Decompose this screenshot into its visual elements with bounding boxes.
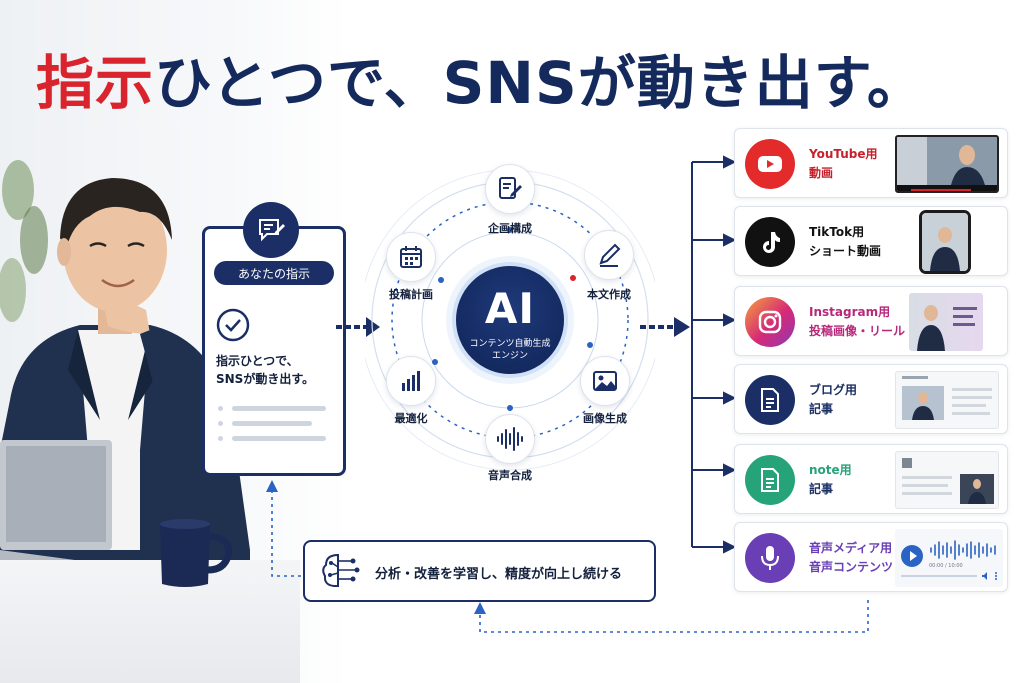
node-label-image-gen: 画像生成 [583,412,627,425]
output-label-tiktok: TikTok用 ショート動画 [809,223,881,261]
output-line-1: 音声メディア用 [809,541,893,555]
instagram-icon [745,297,795,347]
more-options-icon[interactable] [993,571,999,581]
document-icon [745,455,795,505]
placeholder-bullet [218,406,223,411]
ai-subtitle-line-1: コンテンツ自動生成 [469,339,551,349]
ai-subtitle: コンテンツ自動生成 エンジン [456,338,564,362]
headline-accent: 指示 [36,49,155,117]
instruction-line-2: SNSが動き出す。 [216,372,315,386]
output-label-audio: 音声メディア用 音声コンテンツ [809,539,893,577]
placeholder-bullet [218,436,223,441]
output-card-instagram: Instagram用 投稿画像・リール [734,286,1008,356]
output-line-2: 動画 [809,166,834,180]
output-label-blog: ブログ用 記事 [809,381,857,419]
node-label-voice: 音声合成 [488,469,532,482]
output-line-2: 記事 [809,402,834,416]
waveform-icon [497,427,523,451]
audio-time: 00:00 / 10:00 [929,563,963,569]
audio-waveform [930,540,996,560]
branch-connector [691,155,736,554]
placeholder-line [232,406,326,411]
node-writing [584,230,634,280]
post-thumbnail [909,293,983,351]
node-label-optimize: 最適化 [394,412,428,425]
output-card-note: note用 記事 [734,444,1008,514]
output-line-1: Instagram用 [809,305,891,319]
feedback-box [303,540,656,602]
output-line-2: 記事 [809,482,834,496]
feedback-text: 分析・改善を学習し、精度が向上し続ける [375,567,623,582]
instruction-tag: あなたの指示 [214,261,334,285]
instruction-line-1: 指示ひとつで、 [216,354,299,368]
output-line-1: TikTok用 [809,225,865,239]
bar-chart-icon [402,371,420,391]
plant-image [0,160,48,322]
tiktok-icon [745,217,795,267]
node-voice [485,414,535,464]
desk-surface [0,560,300,683]
output-card-tiktok: TikTok用 ショート動画 [734,206,1008,276]
output-card-blog: ブログ用 記事 [734,364,1008,434]
node-optimize [386,356,436,406]
flow-arrow-output [640,317,690,337]
node-planning [485,164,535,214]
output-line-2: 音声コンテンツ [809,560,894,574]
output-card-youtube: YouTube用 動画 [734,128,1008,198]
flow-arrow-input [336,317,380,337]
feedback-loop-connector [266,480,869,633]
node-schedule [386,232,436,282]
instruction-text: 指示ひとつで、 SNSが動き出す。 [216,352,342,388]
output-line-2: 投稿画像・リール [809,324,906,338]
ai-subtitle-line-2: エンジン [491,351,528,361]
play-button[interactable] [901,545,923,567]
document-icon [745,375,795,425]
node-image-gen [580,356,630,406]
node-label-planning: 企画構成 [488,222,532,235]
check-circle-icon [216,308,250,342]
audio-progress-track[interactable] [901,575,977,577]
video-thumbnail [895,135,999,193]
edit-document-icon [499,177,522,199]
volume-icon[interactable] [981,571,991,581]
node-label-writing: 本文作成 [587,288,631,301]
output-label-youtube: YouTube用 動画 [809,145,878,183]
note-thumbnail [895,451,999,509]
output-line-1: YouTube用 [809,147,878,161]
audio-player: 00:00 / 10:00 [895,529,1003,587]
pen-icon [599,243,621,267]
placeholder-line [232,421,312,426]
node-label-schedule: 投稿計画 [389,288,433,301]
output-card-audio: 音声メディア用 音声コンテンツ 00:00 / 10:00 [734,522,1008,592]
output-line-2: ショート動画 [809,244,882,258]
mug-image [160,519,233,587]
headline: 指示ひとつで、SNSが動き出す。 [36,36,926,120]
phone-thumbnail [919,210,971,274]
placeholder-bullet [218,421,223,426]
output-line-1: note用 [809,463,852,477]
ai-engine-core: AI コンテンツ自動生成 エンジン [452,262,568,378]
microphone-icon [745,533,795,583]
output-label-note: note用 記事 [809,461,852,499]
placeholder-line [232,436,326,441]
output-label-instagram: Instagram用 投稿画像・リール [809,303,905,341]
chat-edit-icon [243,202,299,258]
output-line-1: ブログ用 [809,383,858,397]
image-icon [593,371,617,391]
youtube-icon [745,139,795,189]
ai-title: AI [484,284,536,333]
headline-rest: ひとつで、SNSが動き出す。 [154,49,926,117]
ai-brain-icon [322,553,360,587]
play-icon [910,551,917,561]
blog-thumbnail [895,371,999,429]
calendar-icon [400,246,422,268]
laptop-image [0,440,150,576]
